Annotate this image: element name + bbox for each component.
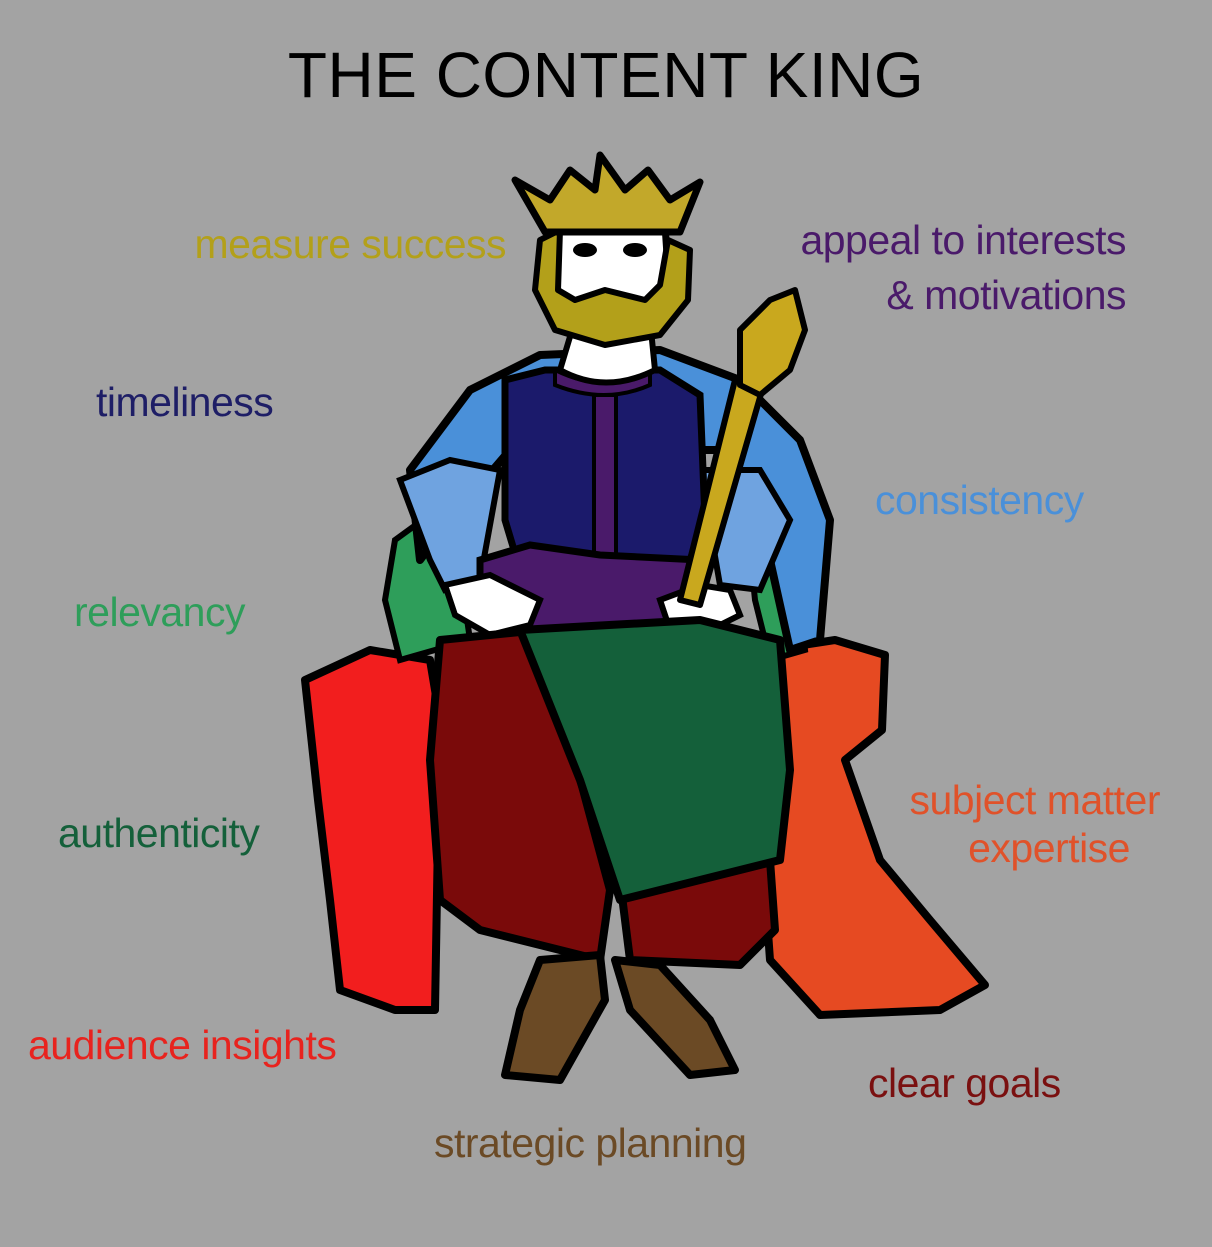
beard [532,227,693,348]
label-subject-line1: subject matter [909,777,1161,823]
left-shoe [501,951,609,1084]
throne-right-arm [756,636,989,1019]
label-measure-success: measure success [194,221,506,267]
left-eye [573,243,597,257]
label-audience-insights: audience insights [28,1022,337,1068]
label-clear-goals: clear goals [868,1060,1061,1106]
left-hand [441,571,544,639]
throne-left-arm [301,646,444,1014]
label-subject-line2: expertise [968,825,1130,871]
label-strategic-planning: strategic planning [434,1120,747,1166]
crown [511,151,704,236]
label-authenticity: authenticity [58,810,260,856]
scepter-head [737,287,808,398]
label-appeal-line1: appeal to interests [800,217,1126,263]
robe-green [516,616,794,904]
tunic-placket [592,393,618,557]
right-eye [623,243,647,257]
label-appeal-line2: & motivations [886,272,1126,318]
right-shoe [611,956,739,1079]
label-relevancy: relevancy [74,589,245,635]
label-timeliness: timeliness [96,379,274,425]
label-consistency: consistency [875,477,1084,523]
diagram-title: THE CONTENT KING [287,39,925,111]
